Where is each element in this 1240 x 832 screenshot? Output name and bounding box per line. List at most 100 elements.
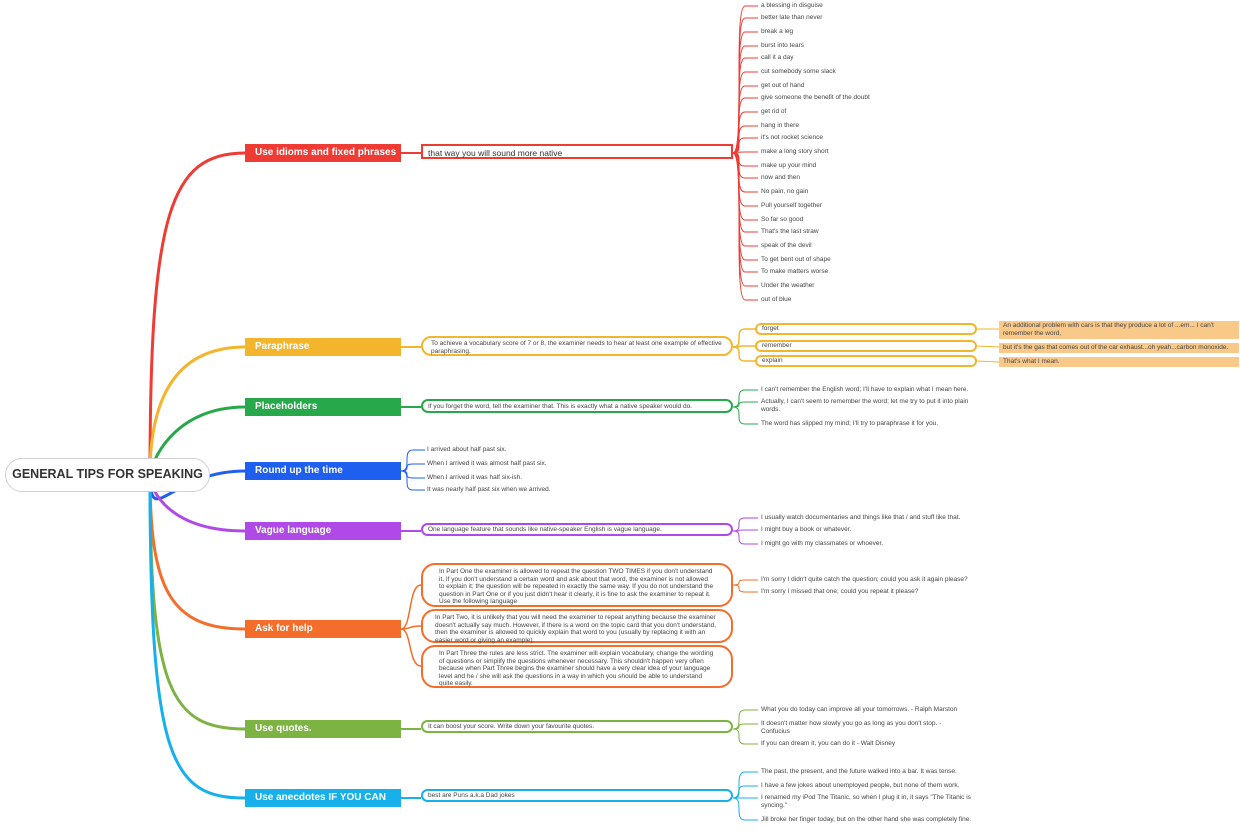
connector-line: [732, 5, 758, 154]
idiom-item[interactable]: To make matters worse: [761, 268, 829, 275]
vague-detail[interactable]: One language feature that sounds like na…: [421, 523, 733, 536]
idiom-item[interactable]: get rid of: [761, 108, 787, 115]
branch-round-up-time[interactable]: Round up the time: [245, 462, 401, 480]
paraphrase-note-remember[interactable]: but it's the gas that comes out of the c…: [999, 343, 1239, 353]
connector-line: [976, 345, 1000, 348]
time-item[interactable]: When I arrived it was almost half past s…: [427, 460, 547, 467]
anecdote-item[interactable]: I renamed my iPod The Titanic, so when I…: [761, 794, 971, 809]
ask-help-item[interactable]: I'm sorry I didn't quite catch the quest…: [761, 576, 968, 583]
connector-line: [732, 152, 758, 301]
ask-help-part-two-text: In Part Two, it is unlikely that you wil…: [435, 614, 717, 644]
connector-line: [732, 346, 755, 362]
paraphrase-sub-forget[interactable]: forget: [755, 323, 977, 335]
connector-line: [732, 401, 758, 408]
idiom-item[interactable]: cut somebody some slack: [761, 68, 836, 75]
anecdote-item[interactable]: The past, the present, and the future wa…: [761, 768, 957, 775]
idiom-item[interactable]: give someone the benefit of the doubt: [761, 94, 870, 101]
idiom-item[interactable]: it's not rocket science: [761, 134, 823, 141]
idiom-item[interactable]: Under the weather: [761, 282, 815, 289]
quote-item[interactable]: It doesn't matter how slowly you go as l…: [761, 720, 942, 735]
paraphrase-detail-text: To achieve a vocabulary score of 7 or 8,…: [431, 340, 722, 355]
placeholders-detail-text: If you forget the word, tell the examine…: [428, 403, 692, 410]
idioms-detail[interactable]: that way you will sound more native: [421, 144, 733, 159]
branch-vague-language[interactable]: Vague language: [245, 522, 401, 540]
idiom-item[interactable]: call it a day: [761, 54, 794, 61]
connector-line: [732, 797, 758, 821]
idiom-item[interactable]: out of blue: [761, 296, 792, 303]
connector-line: [732, 389, 758, 408]
branch-idioms[interactable]: Use idioms and fixed phrases: [245, 144, 401, 162]
idiom-item[interactable]: No pain, no gain: [761, 188, 809, 195]
paraphrase-note-explain[interactable]: That's what I mean.: [999, 357, 1239, 367]
idioms-detail-text: that way you will sound more native: [428, 148, 563, 158]
paraphrase-sub-remember[interactable]: remember: [755, 340, 977, 352]
ask-help-item[interactable]: I'm sorry I missed that one; could you r…: [761, 588, 919, 595]
idiom-item[interactable]: To get bent out of shape: [761, 256, 831, 263]
connector-line: [732, 152, 758, 273]
paraphrase-note-forget[interactable]: An additional problem with cars is that …: [999, 321, 1239, 339]
idiom-item[interactable]: make a long story short: [761, 148, 829, 155]
connector-line: [148, 474, 246, 800]
connector-line: [400, 449, 425, 472]
anecdote-item[interactable]: Jill broke her finger today, but on the …: [761, 816, 972, 823]
idiom-item[interactable]: speak of the devil: [761, 242, 812, 249]
connector-line: [732, 723, 758, 730]
idiom-item[interactable]: That's the last straw: [761, 228, 819, 235]
placeholders-detail[interactable]: If you forget the word, tell the examine…: [421, 399, 733, 413]
anecdote-item[interactable]: I have a few jokes about unemployed peop…: [761, 782, 960, 789]
ask-help-part-two[interactable]: In Part Two, it is unlikely that you wil…: [421, 609, 733, 644]
connector-line: [732, 137, 758, 154]
connector-line: [732, 328, 755, 348]
quotes-detail[interactable]: It can boost your score. Write down your…: [421, 720, 733, 733]
connector-line: [148, 345, 246, 476]
connector-line: [732, 771, 758, 799]
idiom-item[interactable]: now and then: [761, 174, 801, 181]
idiom-item[interactable]: burst into tears: [761, 42, 804, 49]
idiom-item[interactable]: hang in there: [761, 122, 799, 129]
idiom-item[interactable]: Pull yourself together: [761, 202, 823, 209]
root-topic[interactable]: GENERAL TIPS FOR SPEAKING: [5, 458, 210, 492]
idiom-item[interactable]: better late than never: [761, 14, 823, 21]
branch-use-quotes[interactable]: Use quotes.: [245, 720, 401, 738]
connector-line: [976, 360, 1000, 363]
paraphrase-sub-explain[interactable]: explain: [755, 355, 977, 367]
ask-help-part-three[interactable]: In Part Three the rules are less strict.…: [421, 645, 733, 688]
idiom-item[interactable]: a blessing in disguise: [761, 2, 823, 9]
connector-line: [400, 628, 422, 667]
connector-line: [400, 584, 422, 630]
vague-item[interactable]: I might go with my classmates or whoever…: [761, 540, 884, 547]
connector-line: [148, 151, 246, 476]
placeholder-item[interactable]: The word has slipped my mind; I'll try t…: [761, 420, 939, 427]
connector-line: [732, 579, 758, 586]
branch-placeholders[interactable]: Placeholders: [245, 398, 401, 416]
time-item[interactable]: I arrived about half past six.: [427, 446, 507, 453]
placeholder-item[interactable]: Actually, I can't seem to remember the w…: [761, 398, 969, 413]
ask-help-part-one[interactable]: In Part One the examiner is allowed to r…: [421, 563, 733, 607]
ask-help-part-three-text: In Part Three the rules are less strict.…: [439, 650, 714, 688]
placeholder-item[interactable]: I can't remember the English word; I'll …: [761, 386, 969, 393]
connector-line: [732, 31, 758, 154]
quote-item[interactable]: If you can dream it, you can do it - Wal…: [761, 740, 896, 747]
connector-line: [732, 584, 758, 593]
time-item[interactable]: When I arrived it was half six-ish.: [427, 474, 523, 481]
branch-anecdotes[interactable]: Use anecdotes IF YOU CAN: [245, 789, 401, 807]
connector-line: [400, 470, 425, 491]
ask-help-part-one-text: In Part One the examiner is allowed to r…: [439, 568, 714, 606]
connector-line: [732, 406, 758, 425]
vague-detail-text: One language feature that sounds like na…: [428, 526, 662, 533]
connector-line: [732, 125, 758, 154]
branch-paraphrase[interactable]: Paraphrase: [245, 338, 401, 356]
vague-item[interactable]: I might buy a book or whatever.: [761, 526, 852, 533]
anecdotes-detail[interactable]: best are Puns a.k.a Dad jokes: [421, 789, 733, 802]
idiom-item[interactable]: break a leg: [761, 28, 794, 35]
idiom-item[interactable]: get out of hand: [761, 82, 805, 89]
connector-line: [732, 517, 758, 532]
idiom-item[interactable]: So far so good: [761, 216, 804, 223]
branch-ask-for-help[interactable]: Ask for help: [245, 620, 401, 638]
idiom-item[interactable]: make up your mind: [761, 162, 817, 169]
time-item[interactable]: It was nearly half past six when we arri…: [427, 486, 551, 493]
paraphrase-detail[interactable]: To achieve a vocabulary score of 7 or 8,…: [421, 336, 733, 356]
quote-item[interactable]: What you do today can improve all your t…: [761, 706, 958, 713]
vague-item[interactable]: I usually watch documentaries and things…: [761, 514, 961, 521]
